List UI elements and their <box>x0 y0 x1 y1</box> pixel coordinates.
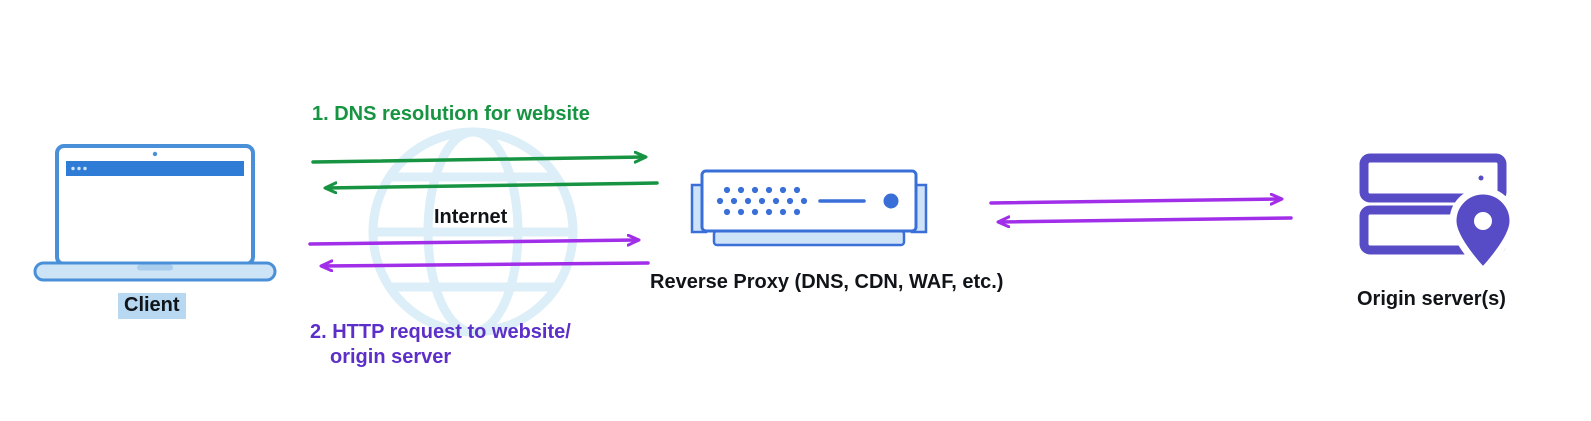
origin-servers-label: Origin server(s) <box>1357 288 1506 310</box>
location-pin-icon <box>1449 187 1517 275</box>
proxy-body <box>700 169 918 233</box>
internet-label: Internet <box>434 206 508 228</box>
proxy-origin-arrow-right <box>989 199 1281 203</box>
proxy-base <box>712 229 906 247</box>
proxy-power-dot <box>883 193 899 209</box>
proxy-origin-arrows <box>989 199 1293 222</box>
dns-flow-arrows <box>311 157 659 188</box>
laptop-base <box>33 261 277 282</box>
laptop-icon <box>33 144 277 282</box>
http-flow-label-line2: origin server <box>330 346 452 368</box>
laptop-browser-bar <box>66 161 244 176</box>
client-label: Client <box>118 293 186 319</box>
proxy-appliance-icon <box>690 169 928 247</box>
dns-flow-label: 1. DNS resolution for website <box>312 103 590 125</box>
reverse-proxy-label: Reverse Proxy (DNS, CDN, WAF, etc.) <box>650 271 1004 293</box>
server-top-dot <box>1478 175 1484 181</box>
location-pin-hole <box>1474 212 1492 230</box>
dns-arrow-left <box>326 181 659 188</box>
laptop-camera-dot <box>152 151 158 157</box>
proxy-led-dots <box>716 186 808 216</box>
http-flow-label-line1: 2. HTTP request to website/ <box>310 321 571 343</box>
globe-icon <box>368 127 578 337</box>
http-arrow-left <box>322 263 650 266</box>
server-stack-location-icon <box>1359 153 1517 275</box>
dns-arrow-right <box>311 157 645 164</box>
laptop-base-notch <box>137 264 173 271</box>
http-arrow-right <box>308 240 638 244</box>
laptop-browser-dots <box>71 166 87 171</box>
server-unit-top <box>1359 153 1507 203</box>
http-flow-arrows <box>308 240 650 266</box>
proxy-origin-arrow-left <box>999 218 1293 222</box>
